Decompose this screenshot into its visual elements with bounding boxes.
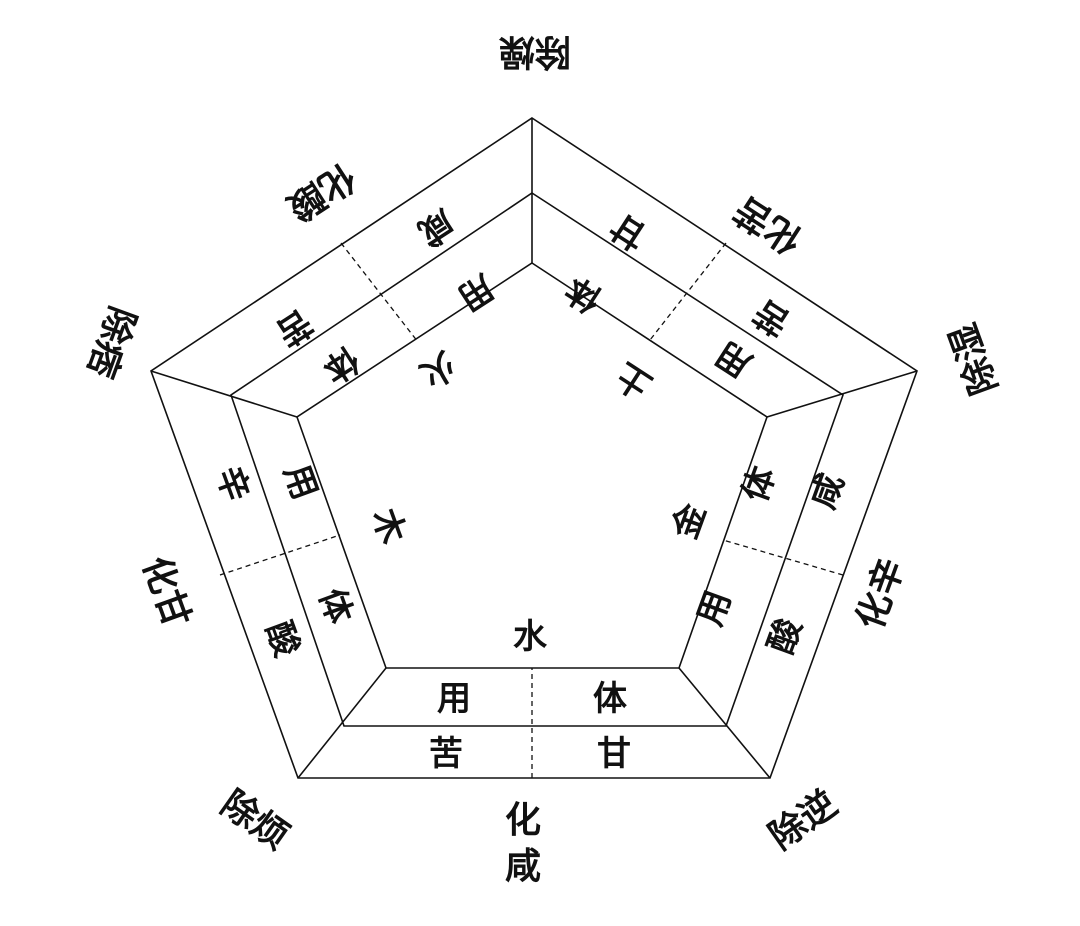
l-outer-label-1: 辛 (208, 461, 257, 507)
r-outer-label-2: 酸 (761, 612, 811, 659)
connector-right (766, 370, 918, 418)
b-outer-label-1: 苦 (429, 734, 463, 774)
element-label-earth: 土 (609, 354, 659, 406)
l-middle-label-1: 用 (276, 459, 325, 505)
outer-label-bottom-left: 除烦 (213, 783, 296, 858)
divider-top-right (649, 242, 727, 341)
connector-left (150, 370, 298, 418)
divider-right (722, 539, 844, 576)
element-label-water: 水 (513, 617, 548, 657)
outer-label-bottom-1: 化 (505, 800, 541, 841)
divider-top-left (340, 242, 419, 343)
outer-label-right: 化辛 (850, 553, 913, 635)
outer-label-left: 化甘 (134, 551, 197, 633)
outer-label-bottom-2: 咸 (505, 846, 541, 887)
tr-outer-label-2: 苦 (747, 291, 797, 343)
tr-middle-label-1: 体 (559, 268, 609, 320)
b-outer-label-2: 甘 (597, 734, 631, 774)
divider-left (219, 534, 341, 576)
r-middle-label-2: 用 (690, 585, 739, 631)
r-middle-label-1: 体 (735, 461, 784, 507)
tr-middle-label-2: 用 (709, 333, 759, 385)
outer-label-top: 除燥 (498, 31, 571, 72)
element-label-fire: 火 (413, 343, 463, 395)
tr-outer-label-1: 甘 (604, 205, 654, 257)
outer-label-top-left: 化酸 (280, 155, 363, 229)
connector-bottom-left (297, 667, 387, 779)
element-label-wood: 木 (363, 502, 413, 549)
middle-pentagon (230, 192, 844, 727)
outer-label-right-top: 除湿 (943, 318, 1006, 400)
tl-outer-label-2: 苦 (269, 301, 319, 353)
outer-label-bottom-right: 除逆 (762, 783, 845, 858)
outer-pentagon (150, 117, 918, 779)
outer-label-top-right: 化苦 (727, 188, 810, 262)
b-middle-label-2: 体 (593, 679, 627, 719)
r-outer-label-1: 咸 (803, 468, 852, 514)
l-outer-label-2: 酸 (258, 616, 308, 663)
l-middle-label-2: 体 (311, 583, 360, 629)
outer-label-left-top: 除痞 (79, 301, 142, 383)
element-label-metal: 金 (665, 497, 715, 545)
tl-middle-label-2: 体 (316, 338, 366, 390)
connector-bottom-right (678, 667, 771, 779)
b-middle-label-1: 用 (437, 679, 471, 719)
